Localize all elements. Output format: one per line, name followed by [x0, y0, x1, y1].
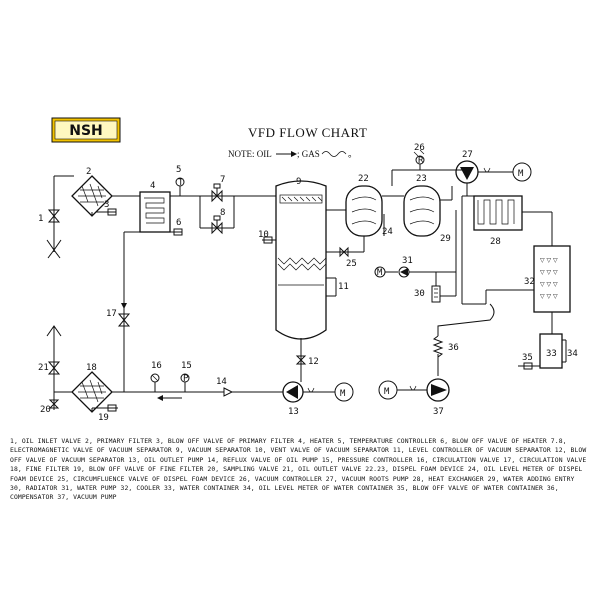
- vacuum-separator: 9: [275, 177, 327, 340]
- temperature-controller: T 5: [175, 165, 185, 196]
- label-20: 20: [40, 405, 51, 415]
- electromagnetic-valves: 7 8: [199, 175, 235, 235]
- water-pump-and-radiator: M 31 30: [374, 256, 456, 303]
- circulation-valve-16: 16: [150, 361, 162, 392]
- label-6: 6: [176, 218, 181, 228]
- cooler: ▽ ▽ ▽ ▽ ▽ ▽ ▽ ▽ ▽ ▽ ▽ ▽ 32: [524, 245, 571, 313]
- label-12: 12: [308, 357, 319, 367]
- compensator: 36: [432, 303, 495, 376]
- label-36: 36: [448, 343, 459, 353]
- oil-outlet-and-sampling: 21 20: [38, 325, 72, 415]
- vacuum-pump: M 37: [378, 378, 450, 417]
- label-29: 29: [440, 234, 451, 244]
- label-2: 2: [86, 167, 91, 177]
- circumfluence-valve: 25: [326, 236, 365, 269]
- vacuum-symbol: R: [418, 156, 424, 166]
- vacuum-roots-pump: M 27: [455, 150, 532, 184]
- label-15: 15: [181, 361, 192, 371]
- label-9: 9: [296, 177, 301, 187]
- label-28: 28: [490, 237, 501, 247]
- heater: 4: [139, 181, 171, 233]
- label-27: 27: [462, 150, 473, 160]
- label-37: 37: [433, 407, 444, 417]
- svg-text:▽ ▽ ▽: ▽ ▽ ▽: [540, 257, 558, 264]
- primary-filter-blowoff-valve: 3: [91, 200, 117, 216]
- motor-27-symbol: M: [518, 169, 524, 179]
- temp-symbol: T: [178, 178, 184, 188]
- fine-filter-blowoff-valve: 19: [91, 404, 118, 423]
- label-5: 5: [176, 165, 181, 175]
- label-18: 18: [86, 363, 97, 373]
- label-14: 14: [216, 377, 227, 387]
- label-16: 16: [151, 361, 162, 371]
- label-35: 35: [522, 353, 533, 363]
- note-prefix: NOTE: OIL: [228, 149, 272, 159]
- label-10: 10: [258, 230, 269, 240]
- motor-13-symbol: M: [340, 389, 346, 399]
- label-31: 31: [402, 256, 413, 266]
- motor-37-symbol: M: [384, 387, 390, 397]
- label-21: 21: [38, 363, 49, 373]
- label-8: 8: [220, 208, 225, 218]
- dispel-foam-level-meter: 24: [382, 214, 393, 237]
- label-13: 13: [288, 407, 299, 417]
- separator-blowoff-valve: 12: [295, 338, 319, 374]
- label-7: 7: [220, 175, 225, 185]
- label-30: 30: [414, 289, 425, 299]
- heater-blowoff-valve: 6: [170, 218, 183, 236]
- label-3: 3: [104, 200, 109, 210]
- label-22: 22: [358, 174, 369, 184]
- label-17: 17: [106, 309, 117, 319]
- svg-text:▽ ▽ ▽: ▽ ▽ ▽: [540, 293, 558, 300]
- level-controller: 11: [326, 277, 349, 297]
- fine-filter: 18: [71, 363, 113, 413]
- label-24: 24: [382, 227, 393, 237]
- label-34: 34: [567, 349, 578, 359]
- reflux-valve: 14: [216, 377, 234, 397]
- water-adding-entry: 29: [440, 210, 457, 296]
- label-25: 25: [346, 259, 357, 269]
- vent-valve: 10: [258, 230, 276, 244]
- oil-inlet-valve: 1: [38, 176, 62, 259]
- chart-title: VFD FLOW CHART: [248, 125, 367, 140]
- vacuum-controller: R 26: [413, 143, 425, 170]
- note-middle: ; GAS: [297, 149, 320, 159]
- logo-text: NSH: [69, 123, 103, 139]
- dispel-foam-device-22: 22: [345, 174, 383, 237]
- label-11: 11: [338, 282, 349, 292]
- oil-outlet-pump: M 13: [282, 381, 354, 417]
- component-legend: 1, OIL INLET VALVE 2, PRIMARY FILTER 3, …: [10, 437, 587, 502]
- note-suffix: 。: [348, 149, 357, 159]
- svg-text:▽ ▽ ▽: ▽ ▽ ▽: [540, 269, 558, 276]
- label-1: 1: [38, 214, 43, 224]
- label-32: 32: [524, 277, 535, 287]
- heat-exchanger: 28: [473, 195, 523, 247]
- legend-note: NOTE: OIL ; GAS 。: [228, 149, 357, 159]
- motor-31-symbol: M: [377, 268, 383, 278]
- pressure-controller: P 15: [180, 361, 192, 392]
- label-4: 4: [150, 181, 155, 191]
- label-23: 23: [416, 174, 427, 184]
- nsh-logo: NSH: [51, 117, 121, 143]
- flow-chart-diagram: NSH VFD FLOW CHART NOTE: OIL ; GAS 。 1 2…: [38, 117, 578, 423]
- label-26: 26: [414, 143, 425, 153]
- dispel-foam-device-23: 23: [403, 174, 441, 237]
- svg-text:▽ ▽ ▽: ▽ ▽ ▽: [540, 281, 558, 288]
- pressure-symbol: P: [183, 374, 189, 384]
- water-container: 33 34 35: [518, 312, 578, 370]
- label-33: 33: [546, 349, 557, 359]
- label-19: 19: [98, 413, 109, 423]
- gas-wave-icon: [321, 151, 347, 157]
- circulation-valve-17: 17: [106, 300, 131, 392]
